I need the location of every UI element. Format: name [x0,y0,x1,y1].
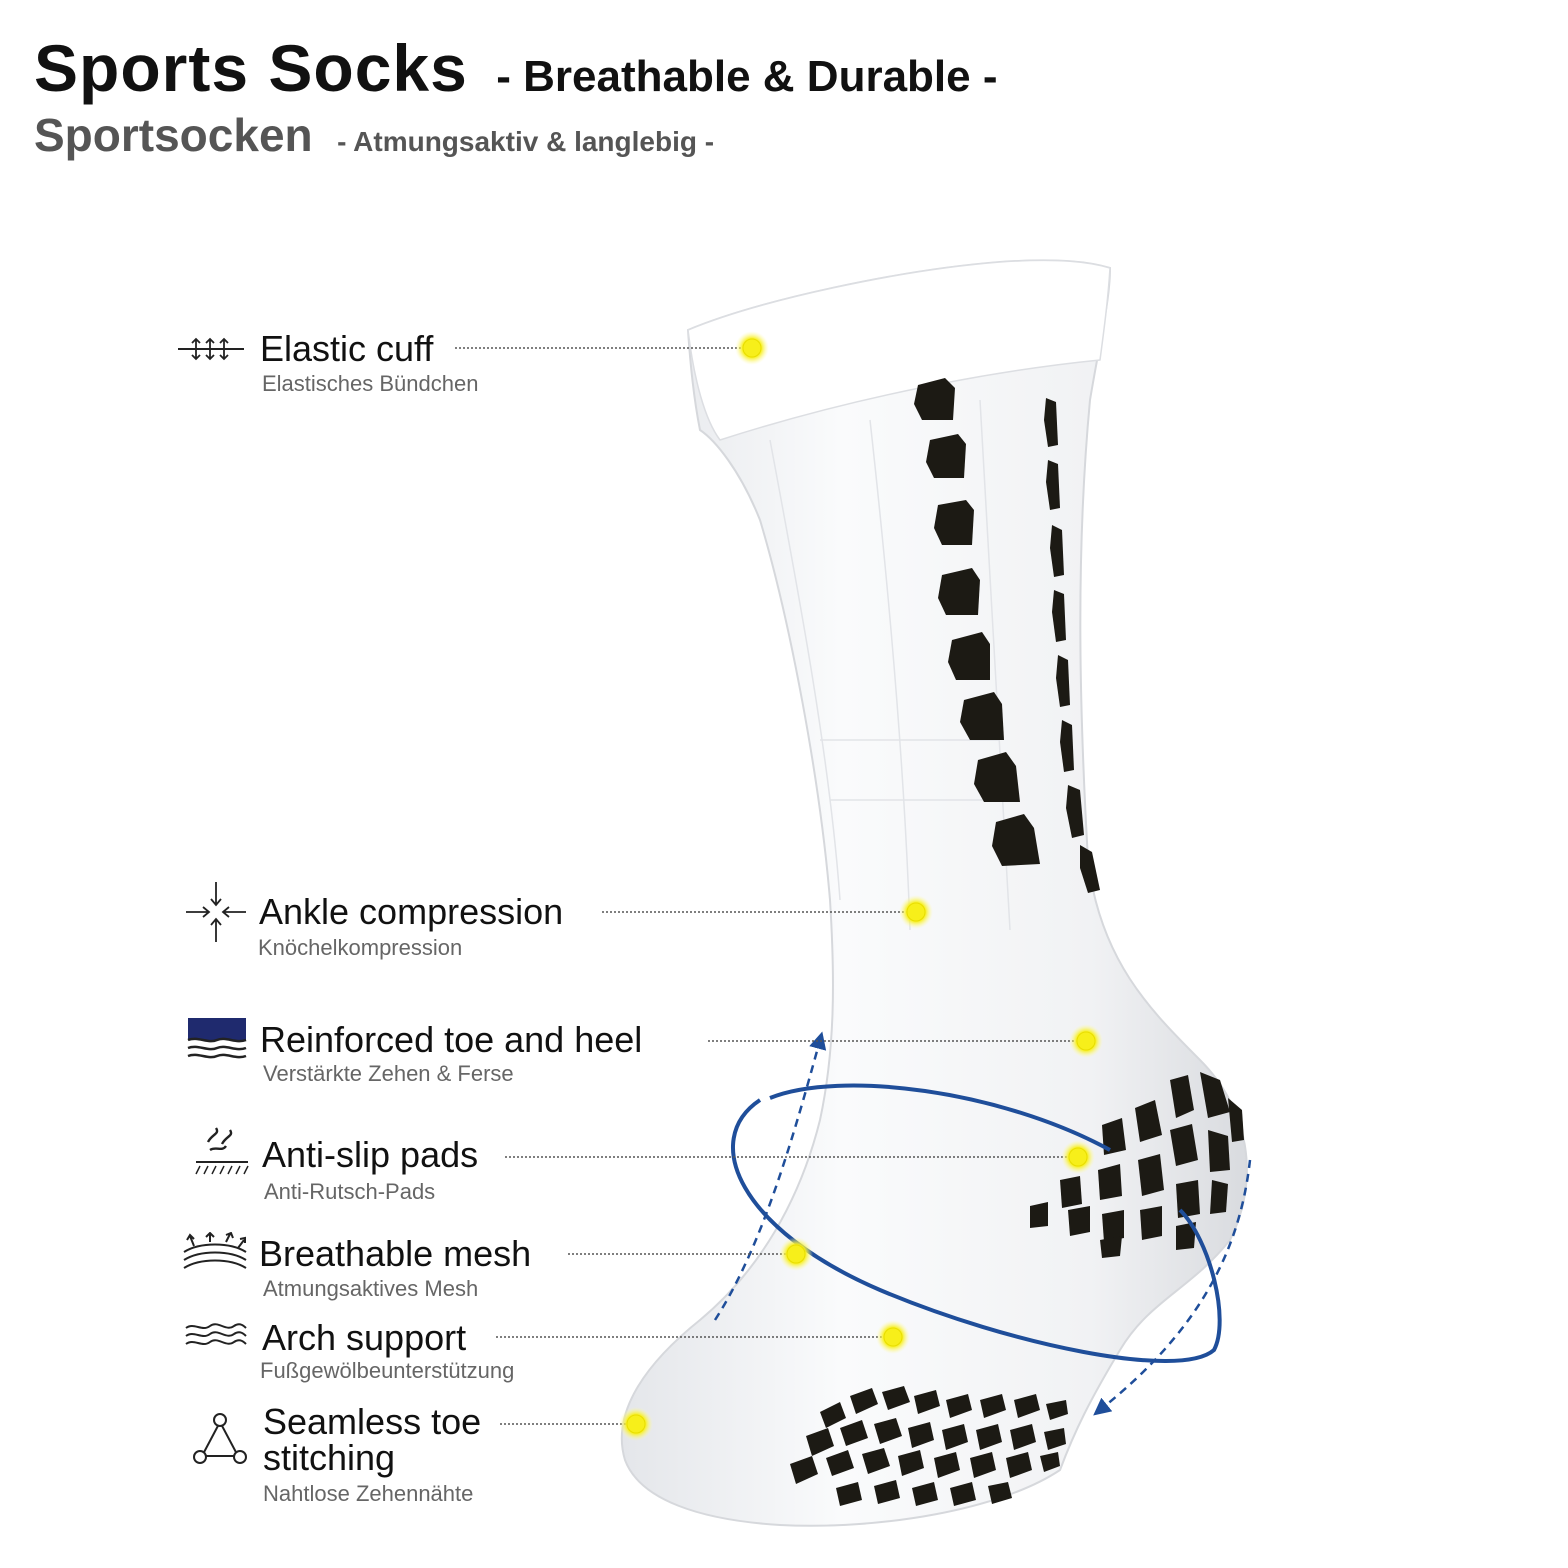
compression-arrows-icon [186,882,246,942]
feature-subtitle: Knöchelkompression [258,935,463,960]
sock-shape [620,259,1248,1527]
feature-title: Arch support [262,1317,467,1358]
feature-subtitle: Elastisches Bündchen [262,371,479,396]
feature-markers [619,331,1103,1441]
feature-subtitle: Atmungsaktives Mesh [263,1276,479,1301]
leg-grip-pads [914,378,1100,893]
feature-subtitle: Verstärkte Zehen & Ferse [263,1061,514,1086]
title-tagline: - Breathable & Durable - [496,52,998,101]
feature-title: Breathable mesh [259,1233,532,1274]
feature-title: Elastic cuff [260,328,434,369]
title-line: Sports Socks - Breathable & Durable - [34,30,998,106]
subtitle-tagline: - Atmungsaktiv & langlebig - [337,126,715,157]
sole-grip-pads [790,1386,1068,1506]
wave-layers-icon [185,1323,247,1345]
page-title: Sports Socks [34,31,468,105]
subtitle-line: Sportsocken - Atmungsaktiv & langlebig - [34,108,998,162]
elastic-arrows-icon [178,337,244,361]
triangle-nodes-icon [193,1413,247,1464]
compression-ellipse [731,1083,1222,1363]
compression-arrows [713,1031,1252,1416]
feature-title: Anti-slip pads [262,1134,479,1175]
anti-slip-icon [195,1127,249,1175]
breathable-air-icon [183,1232,247,1269]
reinforced-layer-icon [187,1018,247,1059]
leader-lines [455,347,1086,1425]
sock-cuff [687,259,1111,441]
feature-title-line1: Seamless toe [263,1401,482,1442]
feature-title-line2: stitching [263,1437,396,1478]
feature-subtitle: Anti-Rutsch-Pads [264,1179,436,1204]
feature-subtitle: Nahtlose Zehennähte [263,1481,474,1506]
feature-subtitle: Fußgewölbeunterstützung [260,1358,515,1383]
feature-title: Ankle compression [259,891,564,932]
feature-title: Reinforced toe and heel [260,1019,643,1060]
header: Sports Socks - Breathable & Durable - Sp… [34,30,998,162]
page-subtitle: Sportsocken [34,109,313,161]
heel-grip-pads [1030,1072,1244,1258]
